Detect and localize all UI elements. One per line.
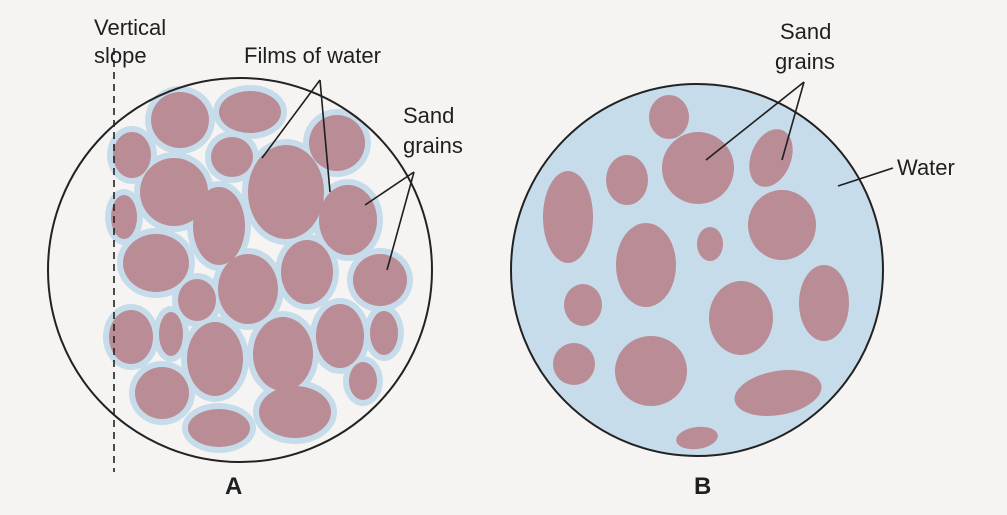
sand-grain: [253, 317, 313, 391]
sand-grain: [615, 336, 687, 406]
label-films-of-water: Films of water: [244, 43, 381, 68]
sand-grain: [564, 284, 602, 326]
sand-grain: [111, 195, 137, 239]
sand-grain: [606, 155, 648, 205]
sand-grain: [649, 95, 689, 139]
sand-grain: [709, 281, 773, 355]
sand-grain: [281, 240, 333, 304]
sand-grain: [662, 132, 734, 204]
sand-grain: [211, 137, 253, 177]
label-water: Water: [897, 155, 955, 180]
sand-grain: [218, 254, 278, 324]
sand-grain: [193, 187, 245, 265]
sand-grain: [109, 310, 153, 364]
panel-a: Vertical slope Films of water Sand grain…: [48, 15, 463, 500]
sand-grain: [135, 367, 189, 419]
sand-grain: [349, 362, 377, 400]
sand-grain: [370, 311, 398, 355]
sand-grain: [159, 312, 183, 356]
label-sand-b: Sand: [780, 19, 831, 44]
sand-grain: [259, 386, 331, 438]
panel-letter-b: B: [694, 473, 711, 500]
sand-grain: [553, 343, 595, 385]
label-sand-a: Sand: [403, 103, 454, 128]
sand-grain: [353, 254, 407, 306]
sand-grain: [123, 234, 189, 292]
sand-grain: [319, 185, 377, 255]
label-grains-a: grains: [403, 133, 463, 158]
sand-grain: [309, 115, 365, 171]
sand-grain: [616, 223, 676, 307]
sand-grain: [219, 91, 281, 133]
panel-letter-a: A: [225, 473, 242, 500]
sand-grain: [316, 304, 364, 368]
sand-grain: [178, 279, 216, 321]
sand-grain: [799, 265, 849, 341]
sand-grain: [248, 145, 324, 239]
sand-grain: [187, 322, 243, 396]
sand-grain: [697, 227, 723, 261]
panel-b: Sand grains Water B: [511, 19, 955, 500]
sand-grain: [113, 132, 151, 178]
label-grains-b: grains: [775, 49, 835, 74]
label-vertical: Vertical: [94, 15, 166, 40]
sand-grain: [188, 409, 250, 447]
sand-grain: [151, 92, 209, 148]
label-slope: slope: [94, 43, 147, 68]
sand-grain: [748, 190, 816, 260]
sand-grain: [543, 171, 593, 263]
